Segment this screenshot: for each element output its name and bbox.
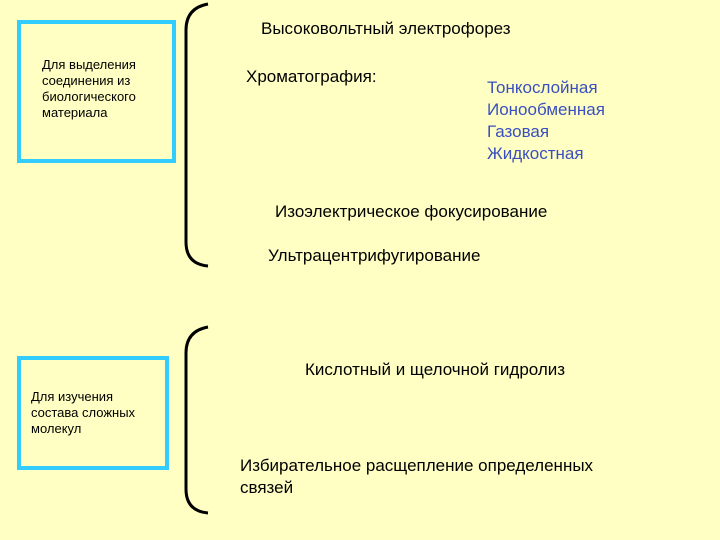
method-selective-cleavage: Избирательное расщепление определенных с…	[240, 456, 594, 497]
chromatography-type: Ионообменная	[487, 100, 605, 119]
method-hydrolysis: Кислотный и щелочной гидролиз	[305, 360, 566, 379]
chromatography-type: Газовая	[487, 122, 550, 141]
chromatography-type: Жидкостная	[487, 144, 584, 163]
purpose-label-structure: Для изучения состава сложных молекул	[31, 389, 136, 436]
purpose-box-isolation	[17, 20, 176, 163]
chromatography-types-list: Тонкослойная Ионообменная Газовая Жидкос…	[487, 77, 605, 165]
method-ultracentrifugation: Ультрацентрифугирование	[268, 246, 481, 265]
bracket-top	[184, 2, 209, 268]
purpose-label-isolation: Для выделения соединения из биологическо…	[42, 57, 136, 120]
method-isoelectric-focusing: Изоэлектрическое фокусирование	[275, 202, 548, 221]
method-chromatography: Хроматография:	[246, 67, 377, 86]
chromatography-type: Тонкослойная	[487, 78, 598, 97]
bracket-bottom	[184, 325, 209, 515]
purpose-box-structure	[17, 356, 169, 470]
method-hv-electrophoresis: Высоковольтный электрофорез	[261, 19, 511, 38]
